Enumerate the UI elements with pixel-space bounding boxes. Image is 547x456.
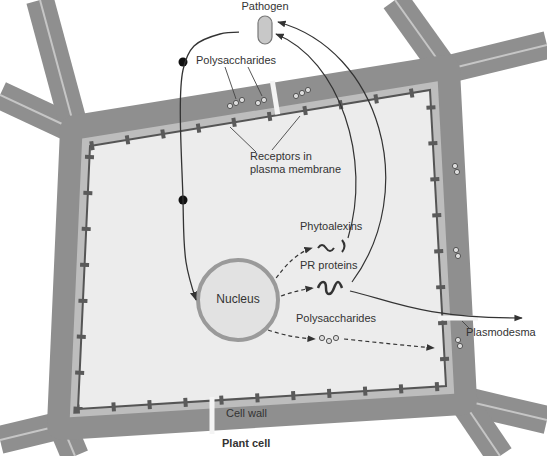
cell-wall (62, 70, 462, 425)
signal-molecule (179, 196, 188, 205)
node-title: Nucleus (216, 293, 259, 307)
polysaccharide (233, 100, 238, 105)
polysaccharide (299, 90, 304, 95)
polysaccharide (227, 103, 232, 108)
polysaccharide (319, 335, 324, 340)
leader-line (248, 67, 262, 96)
node-text-box: Nucleus (196, 258, 280, 342)
part-label: PR proteins (300, 259, 380, 272)
polysaccharide (305, 87, 310, 92)
polysaccharide (239, 97, 244, 102)
nucleus-node: Nucleus (196, 258, 280, 342)
leader-line (225, 67, 236, 99)
part-label: Polysaccharides (196, 54, 291, 67)
new-polysaccharides (319, 335, 338, 343)
polysaccharide (455, 337, 460, 342)
middle-lamella-line (40, 0, 75, 130)
polysaccharide (293, 93, 298, 98)
membrane-receptors (78, 90, 446, 409)
neighbour-wall (40, 0, 75, 130)
synthesis-arrow (281, 288, 313, 296)
polysaccharide (453, 247, 458, 252)
nucleus-circle (198, 260, 278, 340)
polysaccharide (455, 253, 460, 258)
leader-line (230, 127, 256, 152)
part-label: Plasmodesma (466, 326, 546, 339)
leader-line (272, 116, 300, 150)
defence-arrow (276, 34, 356, 238)
node-title: Pathogen (239, 0, 291, 13)
polysaccharide (261, 97, 266, 102)
polysaccharide (454, 169, 459, 174)
synthesis-arrow (268, 330, 315, 339)
neighbour-wall (445, 45, 547, 70)
response-arrows (268, 22, 522, 348)
polysaccharide (255, 100, 260, 105)
signal-arrow (180, 32, 239, 300)
phytoalexin-molecule (318, 240, 345, 252)
elicitor-molecule (179, 58, 188, 67)
secretion-arrow (344, 339, 434, 348)
inner-wall-layer (74, 86, 450, 413)
plasmodesma-channel (272, 81, 277, 115)
polysaccharide (326, 338, 331, 343)
pr-protein-molecule (318, 282, 342, 294)
part-label: Cell wall (226, 407, 286, 420)
pathogen-node: Pathogen (239, 0, 291, 46)
polysaccharide (333, 335, 338, 340)
part-label: Receptors in plasma membrane (250, 150, 342, 175)
pathogen-rod (258, 16, 272, 44)
plasma-membrane (78, 90, 446, 409)
polysaccharide (457, 343, 462, 348)
figure-label: Plant cell (222, 437, 302, 450)
middle-lamella-line (445, 45, 547, 70)
plasmodesma-channel (210, 397, 215, 434)
polysaccharide (452, 163, 457, 168)
part-label: Polysaccharides (296, 312, 391, 325)
part-label: Phytoalexins (300, 220, 380, 233)
